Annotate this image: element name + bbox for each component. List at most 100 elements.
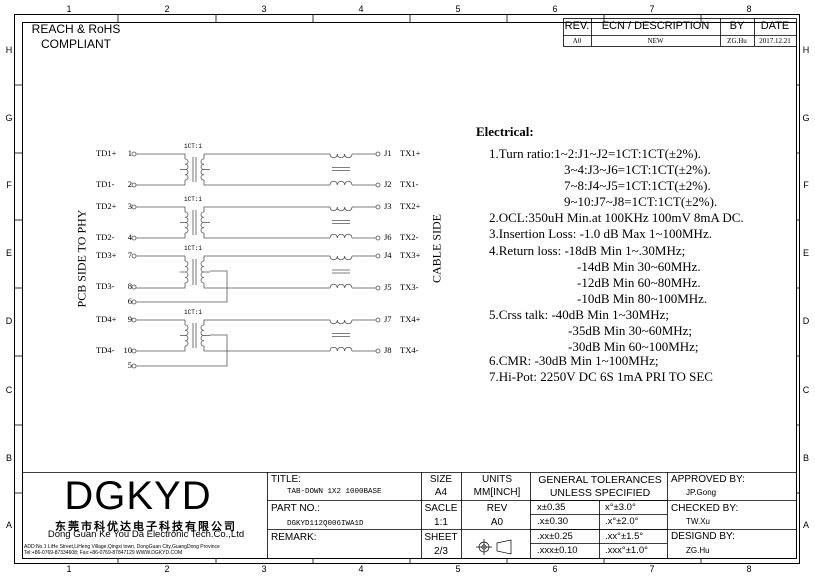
pin-terminal xyxy=(131,182,137,188)
checked-value: TW.Xu xyxy=(686,517,711,526)
tolerance-linear: .x±0.30 xyxy=(537,516,569,527)
revision-cell: 2017.12.21 xyxy=(759,37,791,45)
pin-terminal xyxy=(131,151,137,157)
left-pin-number: 9 xyxy=(127,314,132,324)
compliance-line: REACH & RoHS xyxy=(31,22,121,36)
company-name-cn: 东莞市科优达电子科技有限公司 xyxy=(55,521,237,533)
wire xyxy=(136,180,186,186)
electrical-spec-line: 1.Turn ratio:1~2:J1~J2=1CT:1CT(±2%). xyxy=(489,146,701,161)
choke-coil xyxy=(329,255,353,261)
right-pin-name: TX1- xyxy=(400,179,419,189)
zone-label-top: 6 xyxy=(552,4,558,14)
title-label: TITLE: xyxy=(271,474,302,485)
left-pin-number: 8 xyxy=(127,281,132,291)
wire xyxy=(203,319,330,325)
left-pin-number: 1 xyxy=(127,148,132,158)
electrical-spec-line: 4.Return loss: -18dB Min 1~.30MHz; xyxy=(489,243,686,258)
zone-label-top: 8 xyxy=(746,4,752,14)
zone-label-right: E xyxy=(802,248,809,258)
company-logo: DGKYD xyxy=(64,474,212,518)
size-label: SIZE xyxy=(429,474,453,485)
transformer-coil xyxy=(184,211,189,234)
revision-cell: ZG.Hu xyxy=(727,37,747,45)
part-no-value: DGKYD112Q006IWA1D xyxy=(287,520,364,528)
rev-label: REV xyxy=(486,503,508,514)
right-pin-id: J6 xyxy=(384,232,392,242)
zone-label-right: F xyxy=(803,180,809,190)
wire xyxy=(136,255,186,261)
wire xyxy=(136,233,186,239)
tolerance-subtitle: UNLESS SPECIFIED xyxy=(549,487,651,499)
choke-coil xyxy=(329,180,353,186)
units-label: UNITS xyxy=(482,474,512,485)
right-pin-id: J1 xyxy=(384,148,392,158)
zone-label-bottom: 6 xyxy=(552,564,558,574)
right-pin-id: J2 xyxy=(384,179,392,189)
wire xyxy=(136,283,186,289)
electrical-spec-line: 3~4:J3~J6=1CT:1CT(±2%). xyxy=(564,162,711,177)
wire xyxy=(136,206,186,212)
left-pin-name: TD4- xyxy=(96,345,115,355)
pin-terminal xyxy=(375,317,381,323)
zone-label-left: B xyxy=(5,453,12,463)
zone-label-right: G xyxy=(802,113,810,123)
left-pin-number: 3 xyxy=(127,201,132,211)
left-pin-number: 2 xyxy=(127,179,132,189)
scale-label: SACLE xyxy=(424,503,458,514)
pin-terminal xyxy=(131,204,137,210)
right-pin-name: TX4+ xyxy=(400,314,421,324)
projection-symbol-icon xyxy=(476,539,512,555)
tolerance-angular: .x°±2.0° xyxy=(605,516,639,527)
tolerance-linear: x±0.35 xyxy=(537,502,566,513)
right-pin-name: TX2- xyxy=(400,232,419,242)
wire xyxy=(203,153,330,159)
left-pin-number: 5 xyxy=(127,360,132,370)
tolerance-angular: .xxx°±1.0° xyxy=(605,545,648,556)
left-pin-name: TD4+ xyxy=(96,314,117,324)
revision-header: REV. xyxy=(564,20,590,32)
center-tap-wire xyxy=(136,270,228,303)
right-pin-name: TX3- xyxy=(400,282,419,292)
revision-table-border xyxy=(563,18,797,47)
center-tap-ratio: 1CT:1 xyxy=(184,309,203,316)
pin-terminal xyxy=(131,317,137,323)
electrical-spec-line: 3.Insertion Loss: -1.0 dB Max 1~100MHz. xyxy=(489,226,712,241)
side-label-cable: CABLE SIDE xyxy=(429,214,444,283)
center-tap-ratio: 1CT:1 xyxy=(184,196,203,203)
electrical-spec-line: -35dB Min 30~60MHz; xyxy=(568,323,693,338)
rev-value: A0 xyxy=(490,517,504,528)
revision-header: BY xyxy=(729,20,745,32)
choke-coil xyxy=(329,233,353,239)
revision-cell: NEW xyxy=(647,37,664,45)
wire xyxy=(136,319,186,325)
right-pin-name: TX3+ xyxy=(400,250,421,260)
sheet-label: SHEET xyxy=(424,532,458,543)
pin-terminal xyxy=(375,182,381,188)
zone-label-left: A xyxy=(5,520,12,530)
electrical-spec-line: -12dB Min 60~80MHz. xyxy=(577,275,701,290)
compliance-note: REACH & RoHS COMPLIANT xyxy=(26,22,126,52)
revision-cell: A0 xyxy=(572,37,582,45)
title-value: TAB-DOWN 1X2 1000BASE xyxy=(287,488,382,496)
tolerance-linear: .xx±0.25 xyxy=(537,531,573,542)
right-pin-id: J5 xyxy=(384,282,392,292)
transformer-coil xyxy=(200,211,205,234)
right-pin-name: TX1+ xyxy=(400,148,421,158)
electrical-spec-line: -30dB Min 60~100MHz; xyxy=(568,339,699,354)
remark-label: REMARK: xyxy=(271,532,317,543)
left-pin-number: 6 xyxy=(127,296,132,306)
electrical-spec-line: 5.Crss talk: -40dB Min 1~30MHz; xyxy=(489,307,670,322)
pin-terminal xyxy=(375,348,381,354)
designed-value: ZG.Hu xyxy=(686,546,710,555)
revision-header: ECN / DESCRIPTION xyxy=(601,20,710,32)
choke-coil xyxy=(329,346,353,352)
zone-label-bottom: 2 xyxy=(164,564,170,574)
electrical-spec-line: 7.Hi-Pot: 2250V DC 6S 1mA PRI TO SEC xyxy=(489,369,713,384)
left-pin-name: TD1+ xyxy=(96,148,117,158)
zone-label-top: 1 xyxy=(66,4,72,14)
right-pin-id: J7 xyxy=(384,314,392,324)
choke-coil xyxy=(329,319,353,325)
zone-label-left: H xyxy=(5,45,13,55)
choke-coil xyxy=(329,153,353,159)
zone-label-right: B xyxy=(802,453,809,463)
